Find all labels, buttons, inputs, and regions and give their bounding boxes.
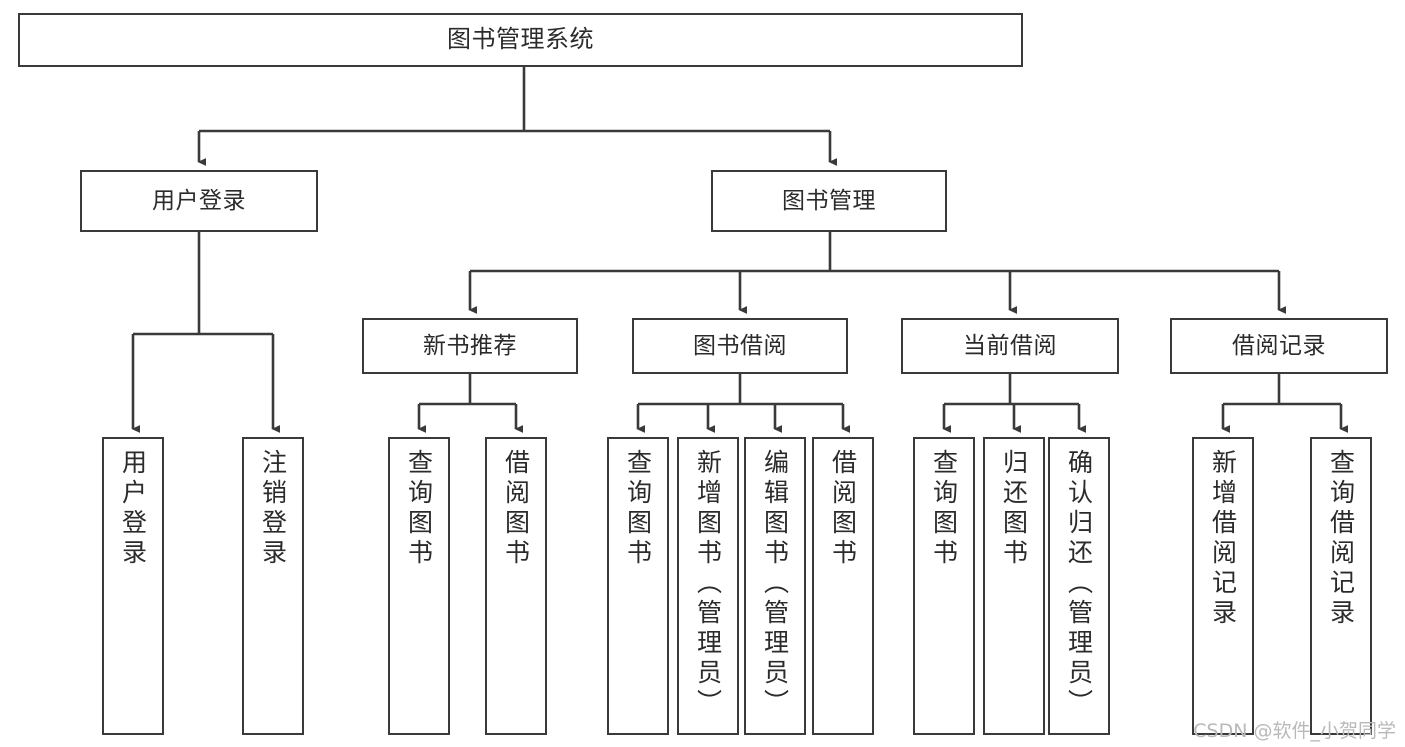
node-leaf-edit-book[interactable]: 编辑图书（管理员） [744,437,806,735]
node-root[interactable]: 图书管理系统 [18,13,1023,67]
node-leaf-query-borrow-record-label: 查询借阅记录 [1326,449,1356,629]
node-leaf-add-book-label: 新增图书（管理员） [693,449,723,719]
node-leaf-borrow-book-2[interactable]: 借阅图书 [812,437,874,735]
node-leaf-query-book-3[interactable]: 查询图书 [913,437,975,735]
node-borrow-record[interactable]: 借阅记录 [1170,318,1388,374]
node-leaf-query-book-1[interactable]: 查询图书 [388,437,450,735]
node-root-label: 图书管理系统 [447,25,594,54]
node-current-borrow-label: 当前借阅 [963,332,1057,359]
node-leaf-query-book-1-label: 查询图书 [404,449,434,569]
node-leaf-borrow-book-1[interactable]: 借阅图书 [485,437,547,735]
node-book-manage[interactable]: 图书管理 [711,170,947,232]
node-leaf-logout[interactable]: 注销登录 [242,437,304,735]
node-leaf-add-book[interactable]: 新增图书（管理员） [677,437,739,735]
node-current-borrow[interactable]: 当前借阅 [901,318,1119,374]
node-leaf-query-borrow-record[interactable]: 查询借阅记录 [1310,437,1372,735]
node-book-manage-label: 图书管理 [782,187,876,214]
node-leaf-query-book-2-label: 查询图书 [623,449,653,569]
node-leaf-query-book-2[interactable]: 查询图书 [607,437,669,735]
node-book-borrow[interactable]: 图书借阅 [632,318,848,374]
node-leaf-add-borrow-record-label: 新增借阅记录 [1208,449,1238,629]
node-leaf-return-book-label: 归还图书 [999,449,1029,569]
node-leaf-edit-book-label: 编辑图书（管理员） [760,449,790,719]
node-leaf-borrow-book-2-label: 借阅图书 [828,449,858,569]
node-leaf-return-book[interactable]: 归还图书 [983,437,1045,735]
node-leaf-user-login-label: 用户登录 [118,449,148,569]
node-user-login[interactable]: 用户登录 [80,170,318,232]
node-new-book-recommend-label: 新书推荐 [423,332,517,359]
node-new-book-recommend[interactable]: 新书推荐 [362,318,578,374]
node-user-login-label: 用户登录 [152,187,246,214]
node-leaf-confirm-return-label: 确认归还（管理员） [1064,449,1094,719]
node-leaf-add-borrow-record[interactable]: 新增借阅记录 [1192,437,1254,735]
node-borrow-record-label: 借阅记录 [1232,332,1326,359]
node-leaf-confirm-return[interactable]: 确认归还（管理员） [1048,437,1110,735]
node-leaf-query-book-3-label: 查询图书 [929,449,959,569]
node-book-borrow-label: 图书借阅 [693,332,787,359]
node-leaf-logout-label: 注销登录 [258,449,288,569]
node-leaf-user-login[interactable]: 用户登录 [102,437,164,735]
node-leaf-borrow-book-1-label: 借阅图书 [501,449,531,569]
